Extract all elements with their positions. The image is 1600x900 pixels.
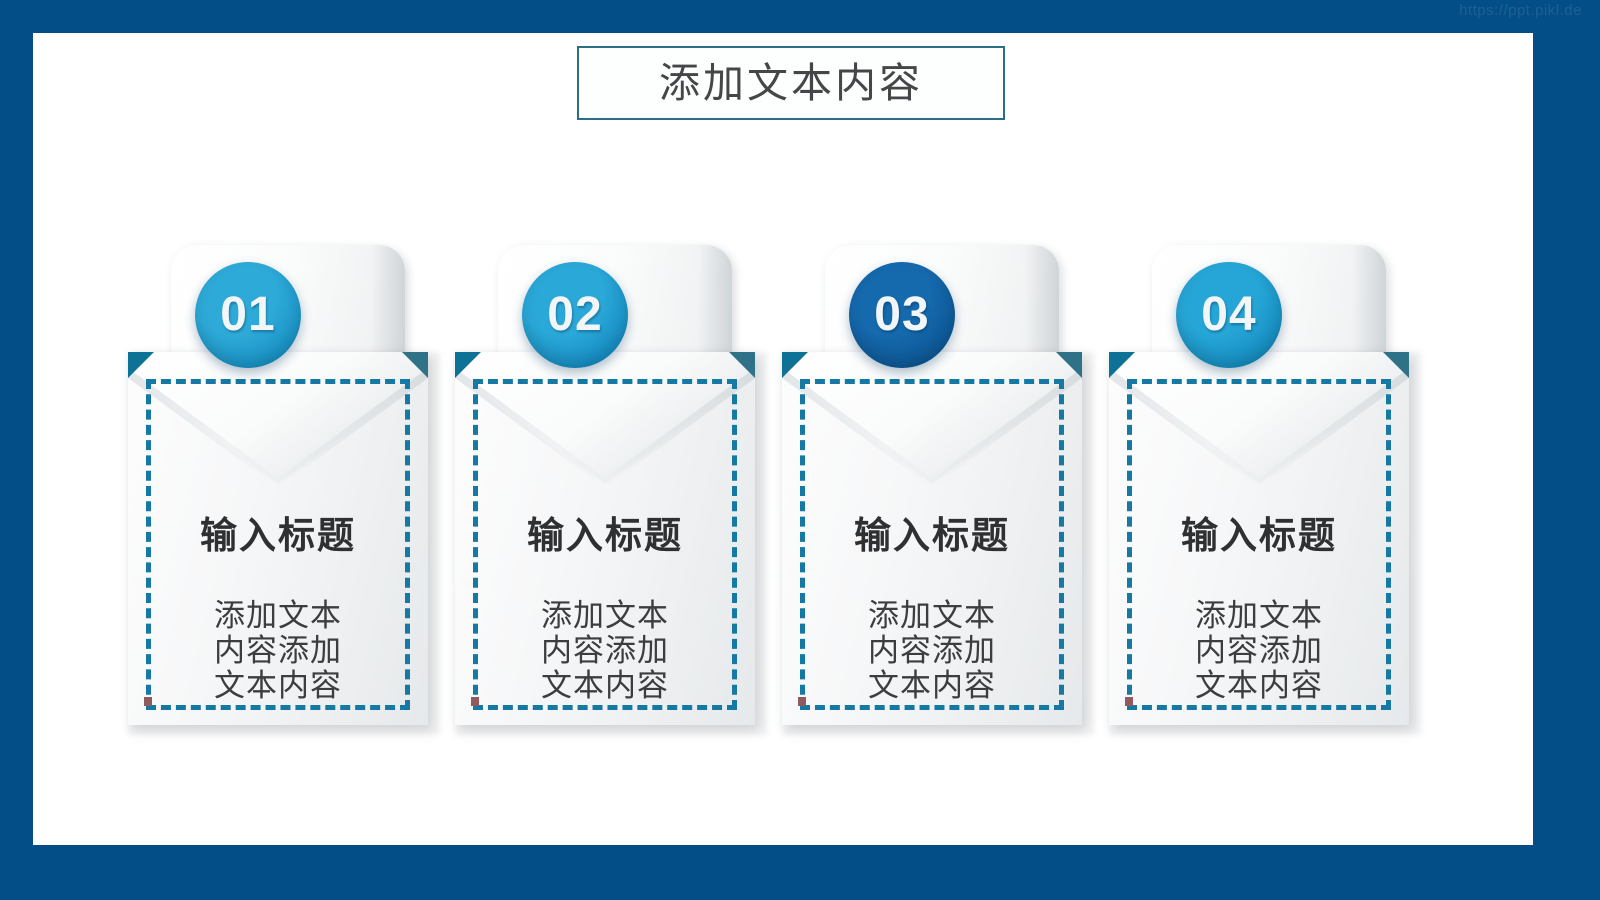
card-corner-marker-icon [471,697,479,706]
card-envelope-body: 输入标题添加文本内容添加文本内容 [782,352,1082,725]
card-body-line: 添加文本 [541,598,669,633]
envelope-flap-icon [455,352,755,500]
envelope-flap-icon [128,352,428,500]
card-dashed-border [473,379,737,710]
card-body-line: 内容添加 [1195,633,1323,668]
envelope-corner-right-icon [729,352,755,378]
card-body-line: 文本内容 [541,668,669,703]
envelope-corner-right-icon [1056,352,1082,378]
envelope-flap-icon [782,352,1082,500]
info-card-01[interactable]: 01 输入标题添加文本内容添加文本内容 [128,240,440,735]
card-corner-marker-icon [144,697,152,706]
card-dashed-border [1127,379,1391,710]
card-number-badge[interactable]: 02 [522,262,628,368]
card-corner-marker-icon [1125,697,1133,706]
card-body-line: 内容添加 [541,633,669,668]
card-number-label: 01 [220,288,276,341]
card-body-line: 添加文本 [1195,598,1323,633]
card-number-badge[interactable]: 04 [1176,262,1282,368]
card-text-block: 输入标题添加文本内容添加文本内容 [1109,517,1409,703]
info-card-02[interactable]: 02 输入标题添加文本内容添加文本内容 [455,240,767,735]
card-number-label: 02 [547,288,603,341]
envelope-corner-right-icon [1383,352,1409,378]
envelope-corner-right-icon [402,352,428,378]
card-text-block: 输入标题添加文本内容添加文本内容 [128,517,428,703]
card-body-line: 添加文本 [868,598,996,633]
watermark-url: https://ppt.pikl.de [1459,2,1582,19]
envelope-corner-left-icon [782,352,808,378]
info-card-03[interactable]: 03 输入标题添加文本内容添加文本内容 [782,240,1094,735]
card-envelope-body: 输入标题添加文本内容添加文本内容 [128,352,428,725]
card-body-text: 添加文本内容添加文本内容 [1109,598,1409,703]
card-title: 输入标题 [854,515,1010,556]
card-title: 输入标题 [527,515,683,556]
card-body-text: 添加文本内容添加文本内容 [455,598,755,703]
card-body-line: 内容添加 [868,633,996,668]
card-text-block: 输入标题添加文本内容添加文本内容 [782,517,1082,703]
info-card-04[interactable]: 04 输入标题添加文本内容添加文本内容 [1109,240,1421,735]
card-body-line: 添加文本 [214,598,342,633]
card-number-label: 04 [1201,288,1257,341]
card-body-text: 添加文本内容添加文本内容 [782,598,1082,703]
card-number-label: 03 [874,288,930,341]
card-body-line: 文本内容 [868,668,996,703]
card-text-block: 输入标题添加文本内容添加文本内容 [455,517,755,703]
slide-title-box[interactable]: 添加文本内容 [577,46,1005,120]
card-envelope-body: 输入标题添加文本内容添加文本内容 [1109,352,1409,725]
page-title: 添加文本内容 [659,59,923,106]
card-title: 输入标题 [1181,515,1337,556]
card-body-line: 文本内容 [1195,668,1323,703]
card-number-badge[interactable]: 03 [849,262,955,368]
envelope-corner-left-icon [1109,352,1135,378]
card-body-text: 添加文本内容添加文本内容 [128,598,428,703]
card-corner-marker-icon [798,697,806,706]
card-title: 输入标题 [200,515,356,556]
card-dashed-border [800,379,1064,710]
card-body-line: 内容添加 [214,633,342,668]
card-body-line: 文本内容 [214,668,342,703]
card-envelope-body: 输入标题添加文本内容添加文本内容 [455,352,755,725]
card-number-badge[interactable]: 01 [195,262,301,368]
envelope-corner-left-icon [455,352,481,378]
envelope-corner-left-icon [128,352,154,378]
envelope-flap-icon [1109,352,1409,500]
card-dashed-border [146,379,410,710]
